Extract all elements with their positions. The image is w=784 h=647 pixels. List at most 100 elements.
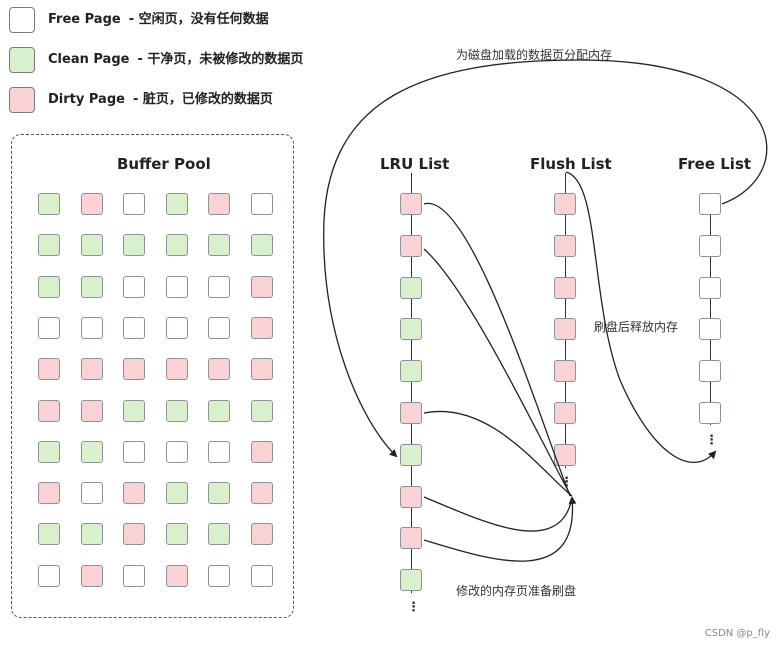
pool-page-free <box>38 564 60 587</box>
pool-page-clean <box>80 275 103 298</box>
flush-list-more: ⋮ <box>560 475 573 490</box>
legend-clean-desc: - 干净页，未被修改的数据页 <box>137 52 304 67</box>
flush-list-node <box>554 443 576 466</box>
flush-list-node <box>554 276 576 299</box>
pool-page-free <box>251 193 273 215</box>
lru-list-node <box>400 402 422 424</box>
lru-list-node <box>400 569 422 592</box>
legend-free-swatch <box>9 7 35 33</box>
pool-page-clean <box>38 523 60 546</box>
flush-list-node <box>554 193 576 215</box>
pool-page-dirty <box>251 482 273 505</box>
pool-page-dirty <box>165 358 188 381</box>
pool-page-free <box>123 316 146 339</box>
pool-page-free <box>123 440 146 463</box>
pool-page-clean <box>38 275 60 298</box>
pool-page-clean <box>165 482 188 505</box>
arrow-lru1-to-flush <box>423 203 571 497</box>
pool-page-clean <box>80 234 103 257</box>
legend-dirty-desc: - 脏页，已修改的数据页 <box>132 92 273 107</box>
lru-list-node <box>400 318 422 341</box>
pool-page-clean <box>38 234 60 257</box>
annotation-load: 为磁盘加载的数据页分配内存 <box>456 48 613 62</box>
pool-page-clean <box>208 234 231 257</box>
lru-list-node <box>400 443 422 466</box>
free-list-node <box>699 318 721 341</box>
pool-page-clean <box>165 399 188 422</box>
free-list-node <box>699 234 721 257</box>
legend-dirty-swatch <box>9 87 35 113</box>
flush-list-node <box>554 360 576 383</box>
pool-page-dirty <box>80 399 103 422</box>
pool-page-dirty <box>38 358 60 381</box>
arrow-lru2-to-flush <box>423 248 572 497</box>
pool-page-clean <box>80 440 103 463</box>
pool-page-clean <box>251 399 273 422</box>
pool-page-dirty <box>123 482 146 505</box>
lru-list-more: ⋮ <box>407 600 420 615</box>
free-list-node <box>699 402 721 424</box>
pool-page-dirty <box>38 399 60 422</box>
pool-page-dirty <box>251 316 273 339</box>
flush-list-title: Flush List <box>530 155 612 173</box>
free-list-title: Free List <box>678 155 752 173</box>
pool-page-free <box>123 193 146 215</box>
legend-free-desc: - 空闲页，没有任何数据 <box>128 12 269 27</box>
pool-page-free <box>165 316 188 339</box>
pool-page-clean <box>251 234 273 257</box>
pool-page-clean <box>80 523 103 546</box>
pool-page-free <box>208 316 231 339</box>
pool-page-dirty <box>251 358 273 381</box>
lru-list-title: LRU List <box>380 155 450 173</box>
pool-page-clean <box>123 234 146 257</box>
legend-clean-label: Clean Page <box>48 52 130 67</box>
pool-page-dirty <box>80 564 103 587</box>
annotation-prepare: 修改的内存页准备刷盘 <box>456 584 577 598</box>
legend-dirty-text: Dirty Page - 脏页，已修改的数据页 <box>48 91 273 109</box>
pool-page-dirty <box>251 440 273 463</box>
pool-page-free <box>38 316 60 339</box>
pool-page-clean <box>165 234 188 257</box>
pool-page-clean <box>165 523 188 546</box>
pool-page-clean <box>165 193 188 215</box>
pool-page-free <box>208 564 231 587</box>
legend-free-label: Free Page <box>48 12 121 27</box>
legend-clean-text: Clean Page - 干净页，未被修改的数据页 <box>48 51 303 69</box>
watermark: CSDN @p_fly <box>704 628 770 639</box>
pool-page-free <box>208 440 231 463</box>
pool-page-clean <box>208 523 231 546</box>
pool-page-dirty <box>165 564 188 587</box>
pool-page-dirty <box>80 193 103 215</box>
buffer-pool-title: Buffer Pool <box>117 155 211 173</box>
pool-page-dirty <box>251 275 273 298</box>
pool-page-dirty <box>123 523 146 546</box>
free-list-more: ⋮ <box>705 433 718 448</box>
pool-page-free <box>251 564 273 587</box>
lru-list-node <box>400 360 422 383</box>
pool-page-free <box>123 564 146 587</box>
legend-free-text: Free Page - 空闲页，没有任何数据 <box>48 11 269 29</box>
lru-list-node <box>400 234 422 257</box>
pool-page-clean <box>208 482 231 505</box>
arrow-lru9-to-flush <box>423 496 577 562</box>
flush-list-node <box>554 318 576 341</box>
pool-page-free <box>165 440 188 463</box>
free-list-node <box>699 360 721 383</box>
flush-list-node <box>554 234 576 257</box>
lru-list-node <box>400 276 422 299</box>
pool-page-clean <box>38 193 60 215</box>
pool-page-clean <box>38 440 60 463</box>
pool-page-dirty <box>80 358 103 381</box>
pool-page-free <box>80 316 103 339</box>
pool-page-dirty <box>251 523 273 546</box>
annotation-release: 刷盘后释放内存 <box>594 320 679 334</box>
pool-page-dirty <box>38 482 60 505</box>
arrow-free-to-lru <box>323 59 768 458</box>
pool-page-clean <box>123 399 146 422</box>
pool-page-dirty <box>208 193 231 215</box>
lru-list-node <box>400 485 422 508</box>
pool-page-dirty <box>208 358 231 381</box>
legend-dirty-label: Dirty Page <box>48 92 125 107</box>
lru-list-node <box>400 193 422 215</box>
pool-page-free <box>165 275 188 298</box>
